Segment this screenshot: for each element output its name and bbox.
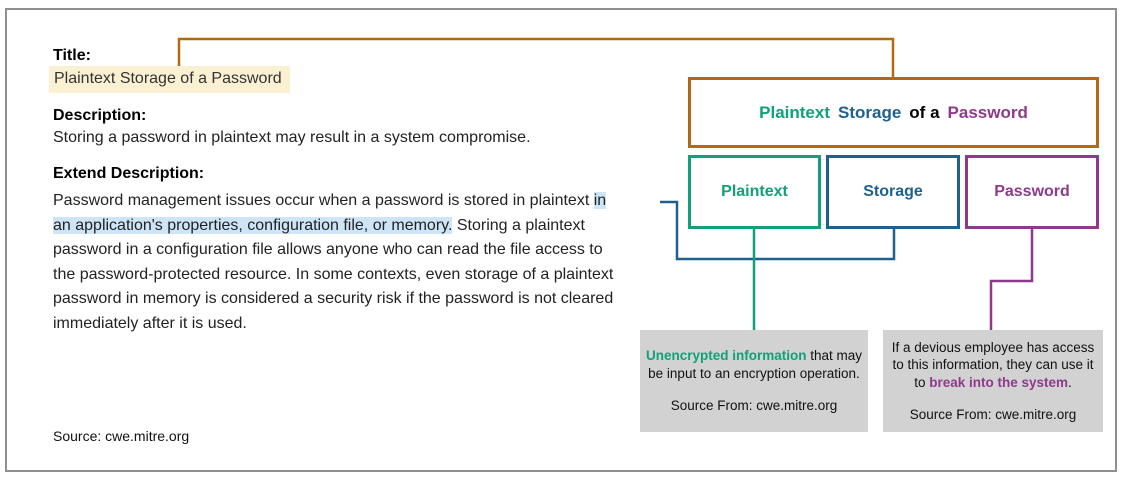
note-box-plaintext-definition: Unencrypted information that may be inpu… [640, 330, 868, 432]
note-plaintext-rest: that may be input to an encryption opera… [648, 348, 863, 381]
phrase-part-of-a: of a [909, 102, 940, 122]
phrase-part-plaintext: Plaintext [759, 102, 830, 122]
description-text: Storing a password in plaintext may resu… [53, 129, 531, 146]
note-plaintext-source: Source From: cwe.mitre.org [670, 398, 838, 414]
extend-post-text: Storing a plaintext password in a config… [53, 216, 614, 332]
note-password-pre: If a devious employee has access to this… [891, 339, 1095, 390]
phrase-part-password: Password [947, 102, 1028, 122]
note-plaintext-body: Unencrypted information that may be inpu… [646, 347, 862, 382]
extend-pre-text: Password management issues occur when a … [53, 192, 594, 209]
word-box-storage: Storage [826, 155, 960, 229]
source-note: Source: cwe.mitre.org [53, 428, 190, 444]
word-box-storage-label: Storage [863, 183, 923, 200]
word-box-plaintext-label: Plaintext [721, 183, 788, 200]
note-password-body: If a devious employee has access to this… [892, 339, 1095, 392]
title-value-highlighted: Plaintext Storage of a Password [49, 66, 290, 93]
phrase-part-storage: Storage [838, 102, 902, 122]
note-password-post: . [1068, 374, 1072, 390]
title-heading: Title: [53, 47, 91, 64]
note-box-password-risk: If a devious employee has access to this… [883, 330, 1103, 432]
note-password-highlight: break into the system [929, 374, 1069, 390]
extend-description-heading: Extend Description: [53, 165, 205, 182]
description-heading: Description: [53, 107, 147, 124]
word-box-plaintext: Plaintext [688, 155, 821, 229]
page-border [5, 8, 1117, 472]
phrase-box: Plaintext Storage of a Password [688, 77, 1099, 148]
word-box-password: Password [965, 155, 1099, 229]
note-password-source: Source From: cwe.mitre.org [909, 407, 1077, 422]
note-plaintext-highlight: Unencrypted information [645, 348, 807, 364]
word-box-password-label: Password [994, 183, 1070, 200]
extend-description-paragraph: Password management issues occur when a … [53, 189, 703, 336]
